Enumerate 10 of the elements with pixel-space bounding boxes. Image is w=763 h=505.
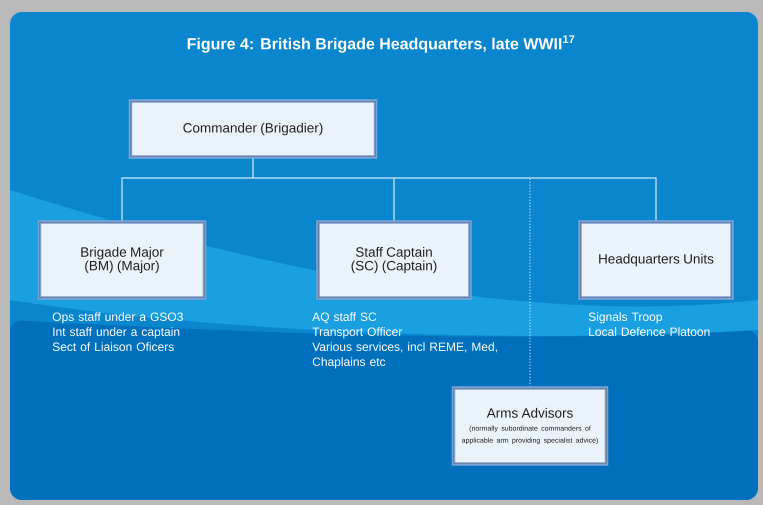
title: Figure 4: British Brigade Headquarters, late WWII$^{17}$ [188,35,574,53]
note-list: Signals Troop Local Defence Platoon [588,312,710,336]
org-box: Staff Captain (SC) (Captain) [316,220,472,300]
note-list: AQ staff SC Transport Officer Various services, incl REME, Med, Chaplains etc [312,312,497,368]
note-list: Ops staff under a GSO3 Int staff under a captain Sect of Liaison Oficers [52,312,183,351]
connector-line [252,158,530,387]
org-box: Commander (Brigadier) [128,99,378,159]
org-box: Brigade Major (BM) (Major) [38,220,206,300]
connector-line [252,158,656,221]
org-box: Headquarters Units [578,220,734,300]
